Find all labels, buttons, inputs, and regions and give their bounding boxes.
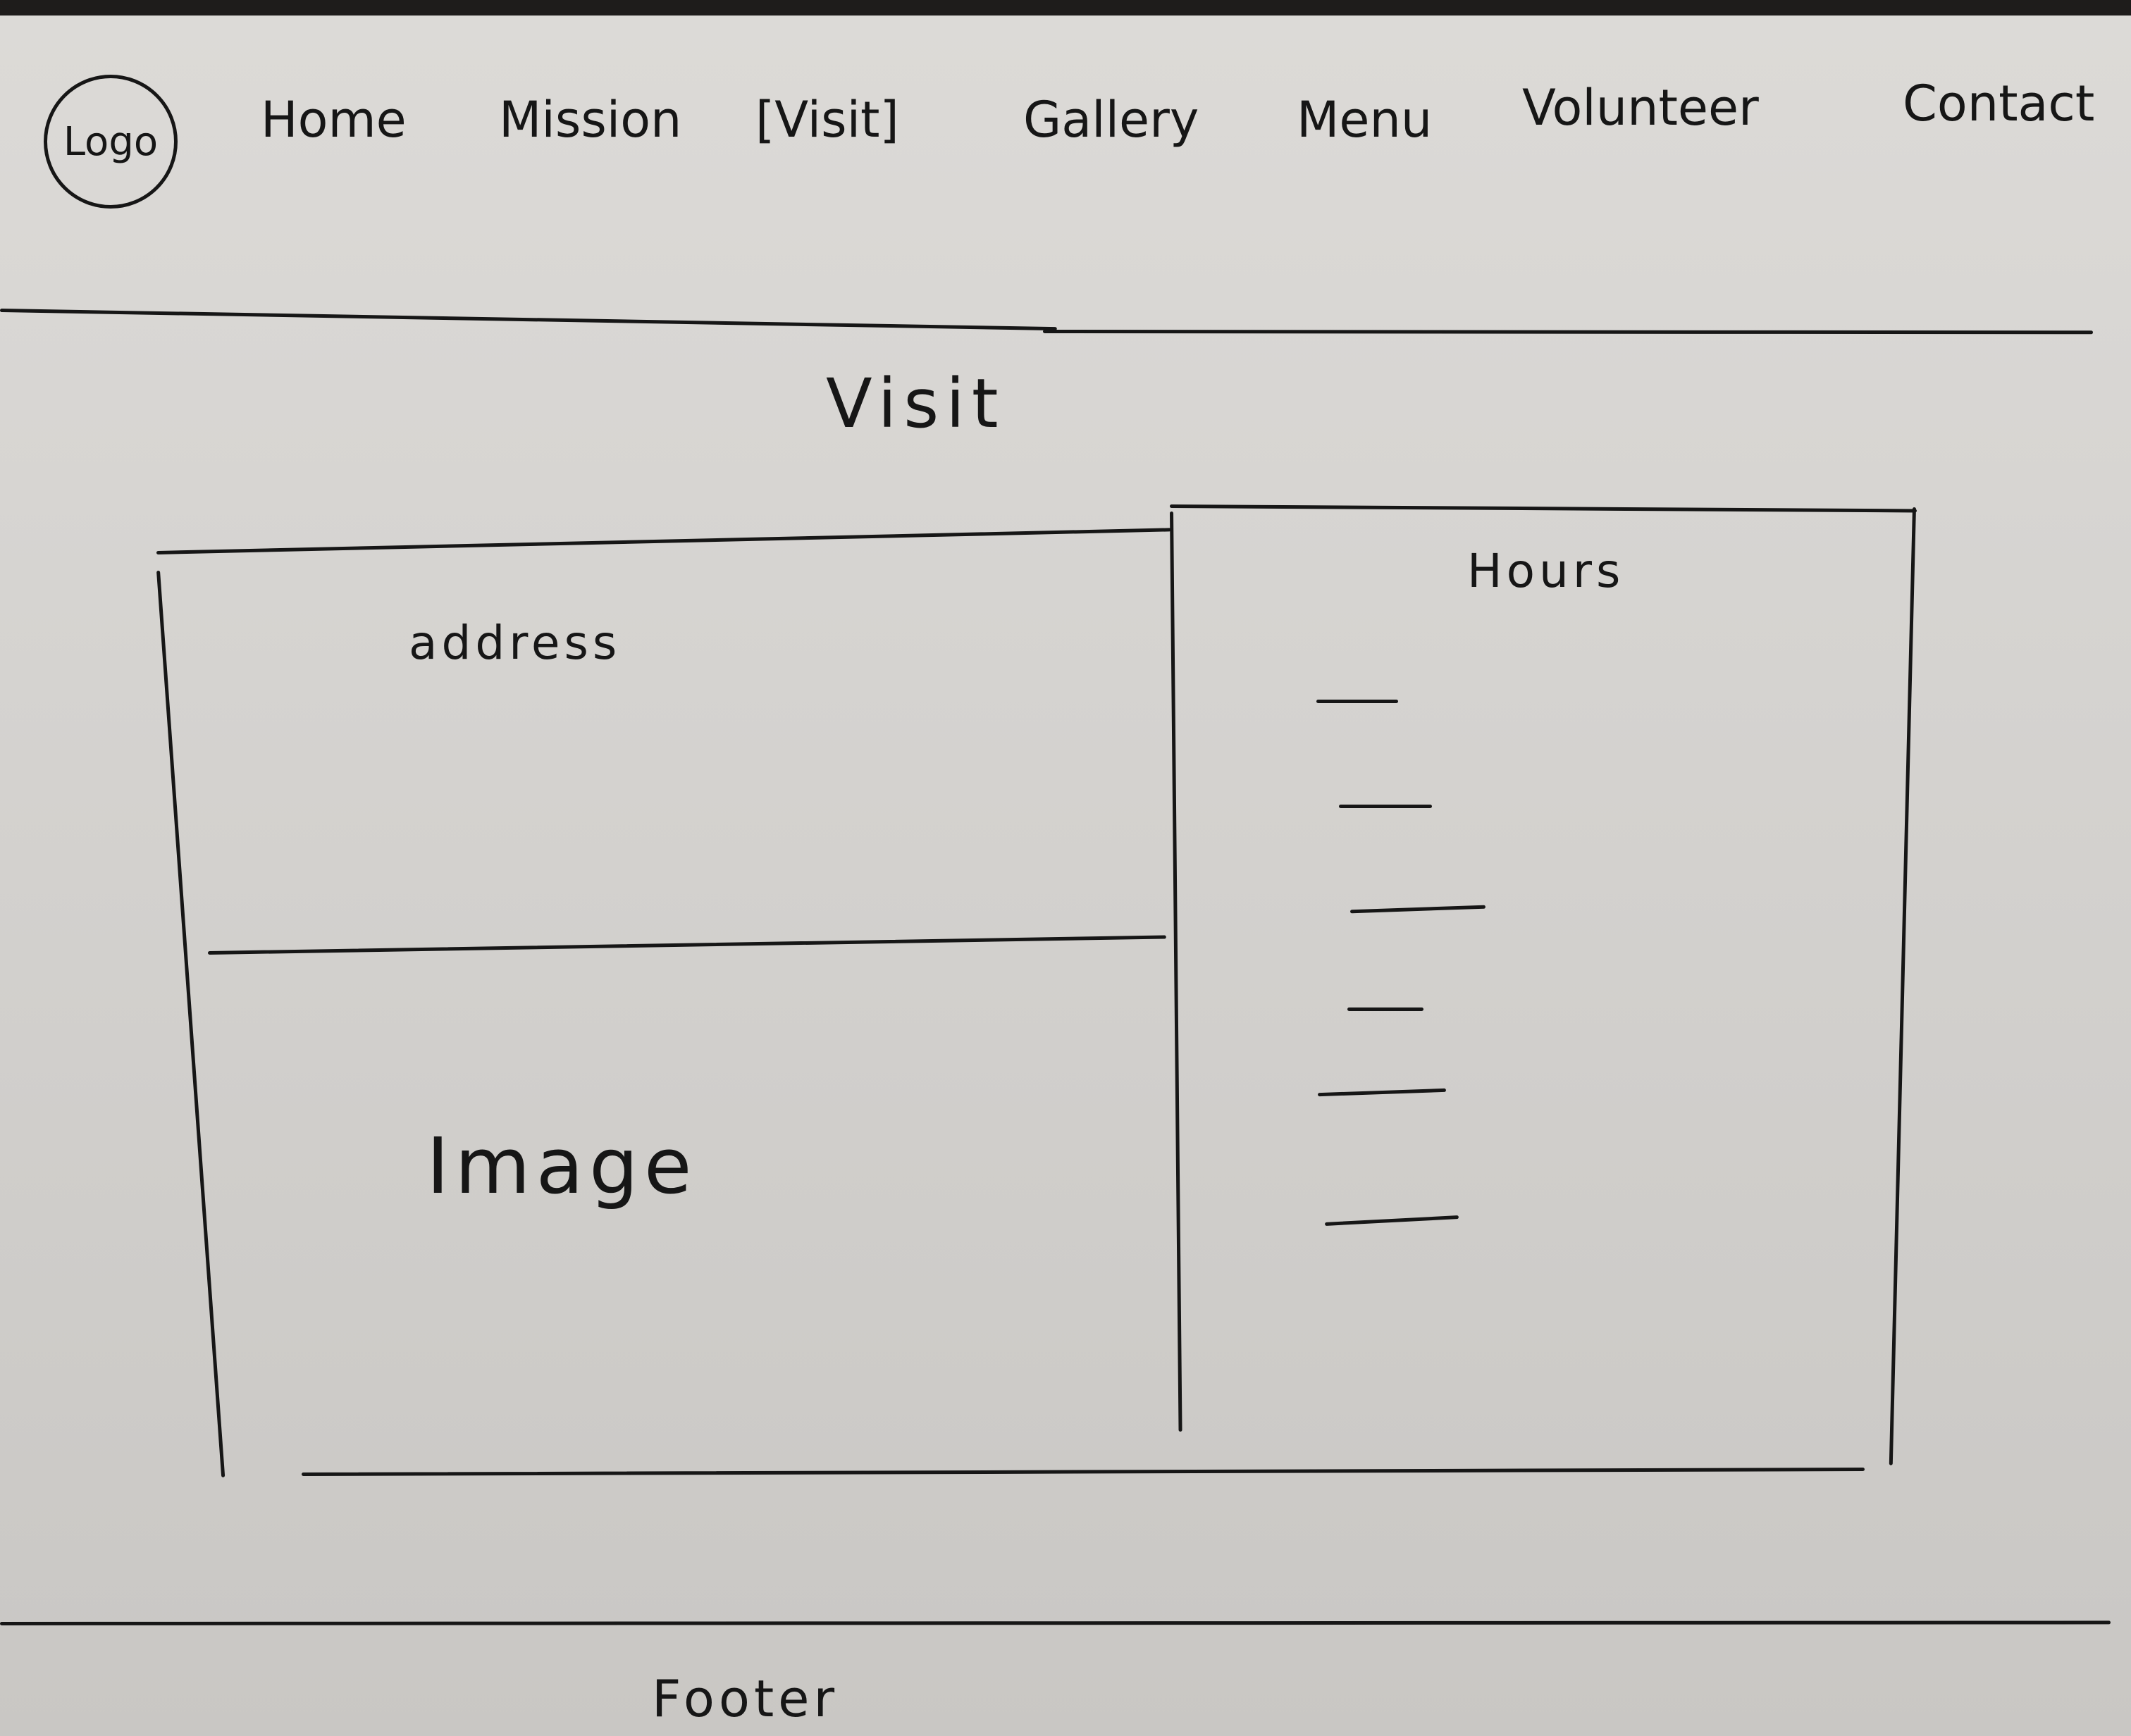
hours-line-2 xyxy=(1339,805,1432,808)
nav-visit-active[interactable]: [Visit] xyxy=(755,91,899,149)
page-title: Visit xyxy=(826,364,1006,443)
nav-mission[interactable]: Mission xyxy=(499,91,682,149)
nav-menu[interactable]: Menu xyxy=(1297,91,1433,149)
nav-contact[interactable]: Contact xyxy=(1903,75,2095,132)
sketch-paper xyxy=(0,16,2131,1736)
hours-line-1 xyxy=(1316,700,1398,703)
footer-label: Footer xyxy=(652,1669,839,1728)
nav-volunteer[interactable]: Volunteer xyxy=(1522,79,1759,137)
address-section-label: address xyxy=(409,616,622,670)
logo[interactable]: Logo xyxy=(44,75,178,209)
hours-section-label: Hours xyxy=(1467,544,1625,598)
nav-gallery[interactable]: Gallery xyxy=(1023,91,1199,149)
nav-home[interactable]: Home xyxy=(261,91,407,149)
hours-line-4 xyxy=(1347,1008,1423,1011)
image-placeholder-label: Image xyxy=(426,1121,698,1211)
